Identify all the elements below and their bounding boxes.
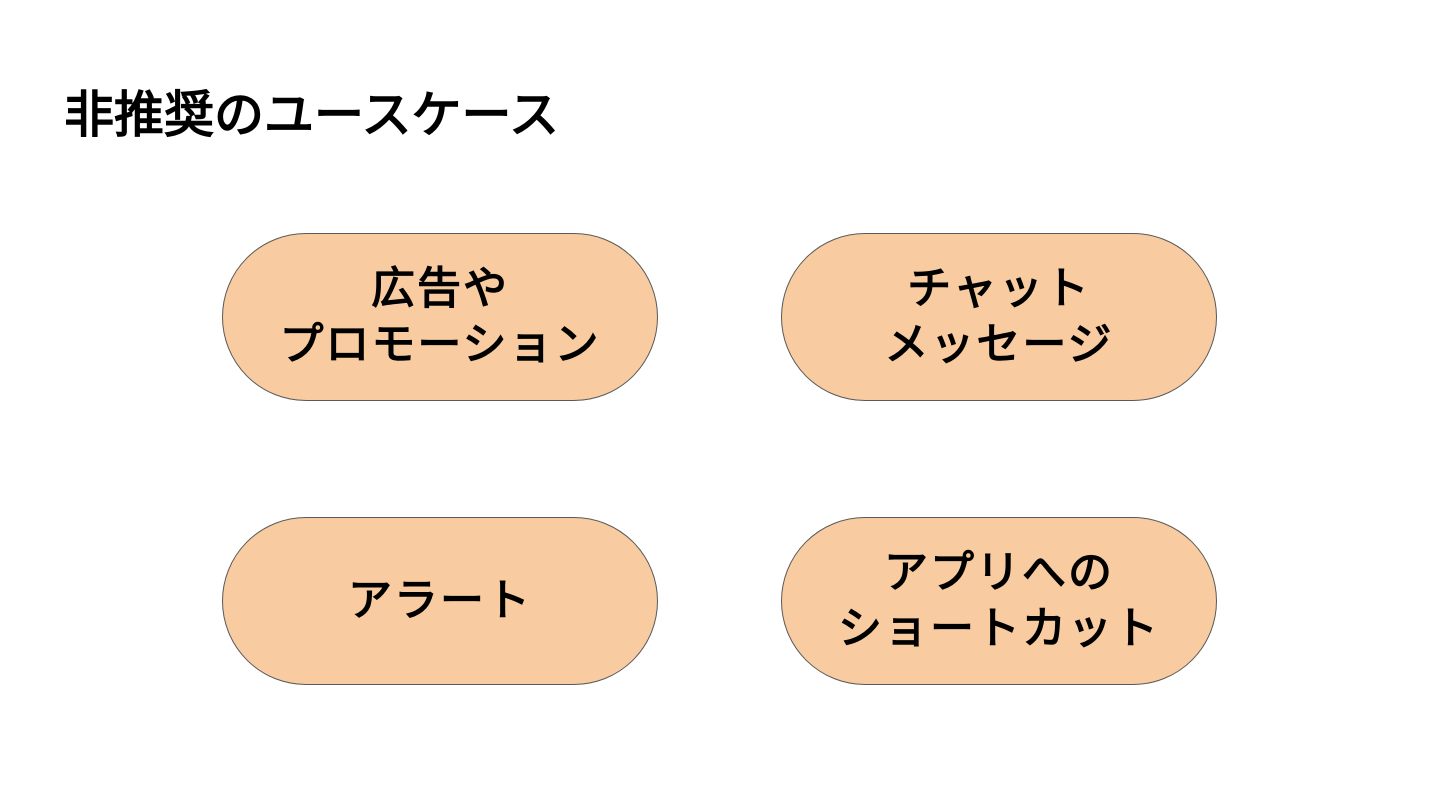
use-case-label: アラート <box>348 575 532 626</box>
use-case-card-chat: チャット メッセージ <box>781 233 1217 401</box>
use-case-label: 広告や プロモーション <box>279 263 601 370</box>
use-case-label: アプリへの ショートカット <box>838 547 1160 654</box>
use-case-card-shortcut: アプリへの ショートカット <box>781 517 1217 685</box>
use-case-label: チャット メッセージ <box>884 263 1114 370</box>
use-case-card-ads: 広告や プロモーション <box>222 233 658 401</box>
use-case-card-alert: アラート <box>222 517 658 685</box>
slide-title: 非推奨のユースケース <box>64 86 559 144</box>
